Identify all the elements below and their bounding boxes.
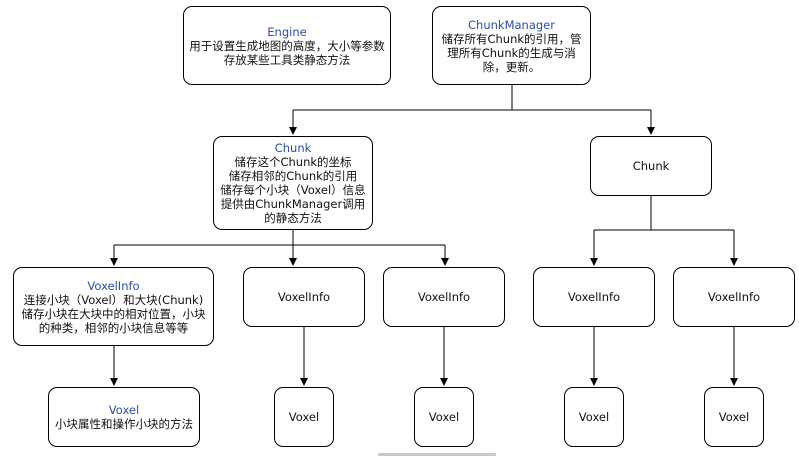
voxelinfo-node-3[interactable]: VoxelInfo [383, 267, 505, 327]
horizontal-scrollbar[interactable] [378, 453, 496, 456]
voxelinfo-3-title: VoxelInfo [417, 290, 471, 304]
chunk-left-title: Chunk [274, 141, 312, 155]
engine-title: Engine [267, 24, 307, 39]
engine-desc-line-1: 用于设置生成地图的高度，大小等参数 [189, 38, 385, 53]
voxelinfo-detail-desc-line-3: 的种类，相邻的小块信息等等 [38, 320, 189, 335]
voxelinfo-5-title: VoxelInfo [707, 290, 761, 304]
voxelinfo-detail-desc-line-2: 储存小块在大块中的相对位置，小块 [21, 306, 206, 321]
chunk-manager-title: ChunkManager [468, 17, 555, 32]
chunk-left-desc-line-3: 储存每个小块（Voxel）信息 [220, 183, 366, 197]
voxel-node-3[interactable]: Voxel [414, 387, 474, 447]
chunk-right-node[interactable]: Chunk [590, 136, 712, 196]
voxel-detail-node[interactable]: Voxel 小块属性和操作小块的方法 [48, 387, 200, 447]
chunk-right-title: Chunk [632, 159, 670, 173]
chunk-left-desc-line-5: 的静态方法 [264, 211, 322, 225]
voxel-node-5[interactable]: Voxel [704, 387, 764, 447]
chunk-left-desc-line-1: 储存这个Chunk的坐标 [234, 155, 352, 169]
voxelinfo-node-2[interactable]: VoxelInfo [243, 267, 365, 327]
voxelinfo-node-5[interactable]: VoxelInfo [673, 267, 795, 327]
chunk-left-desc-line-2: 储存相邻的Chunk的引用 [228, 169, 358, 183]
voxel-node-2[interactable]: Voxel [274, 387, 334, 447]
voxel-detail-desc-line-1: 小块属性和操作小块的方法 [55, 417, 193, 431]
voxel-node-4[interactable]: Voxel [564, 387, 624, 447]
voxelinfo-detail-node[interactable]: VoxelInfo 连接小块（Voxel）和大块(Chunk) 储存小块在大块中… [13, 267, 214, 346]
chunk-manager-desc-line-2: 理所有Chunk的生成与消 [447, 45, 576, 60]
chunk-left-node[interactable]: Chunk 储存这个Chunk的坐标 储存相邻的Chunk的引用 储存每个小块（… [213, 136, 373, 230]
voxel-detail-title: Voxel [108, 403, 140, 417]
voxel-4-title: Voxel [578, 410, 610, 424]
engine-node[interactable]: Engine 用于设置生成地图的高度，大小等参数 存放某些工具类静态方法 [183, 6, 391, 85]
chunk-manager-desc-line-1: 储存所有Chunk的引用，管 [441, 31, 582, 46]
voxelinfo-4-title: VoxelInfo [567, 290, 621, 304]
voxel-5-title: Voxel [718, 410, 750, 424]
voxel-3-title: Voxel [428, 410, 460, 424]
chunk-manager-desc-line-3: 除，更新。 [482, 59, 541, 74]
chunk-manager-node[interactable]: ChunkManager 储存所有Chunk的引用，管 理所有Chunk的生成与… [432, 6, 591, 85]
engine-desc-line-2: 存放某些工具类静态方法 [223, 52, 351, 67]
voxelinfo-2-title: VoxelInfo [277, 290, 331, 304]
chunk-left-desc-line-4: 提供由ChunkManager调用 [220, 197, 366, 211]
voxelinfo-detail-title: VoxelInfo [87, 278, 140, 293]
voxel-2-title: Voxel [288, 410, 320, 424]
voxelinfo-node-4[interactable]: VoxelInfo [533, 267, 655, 327]
voxelinfo-detail-desc-line-1: 连接小块（Voxel）和大块(Chunk) [23, 292, 204, 307]
